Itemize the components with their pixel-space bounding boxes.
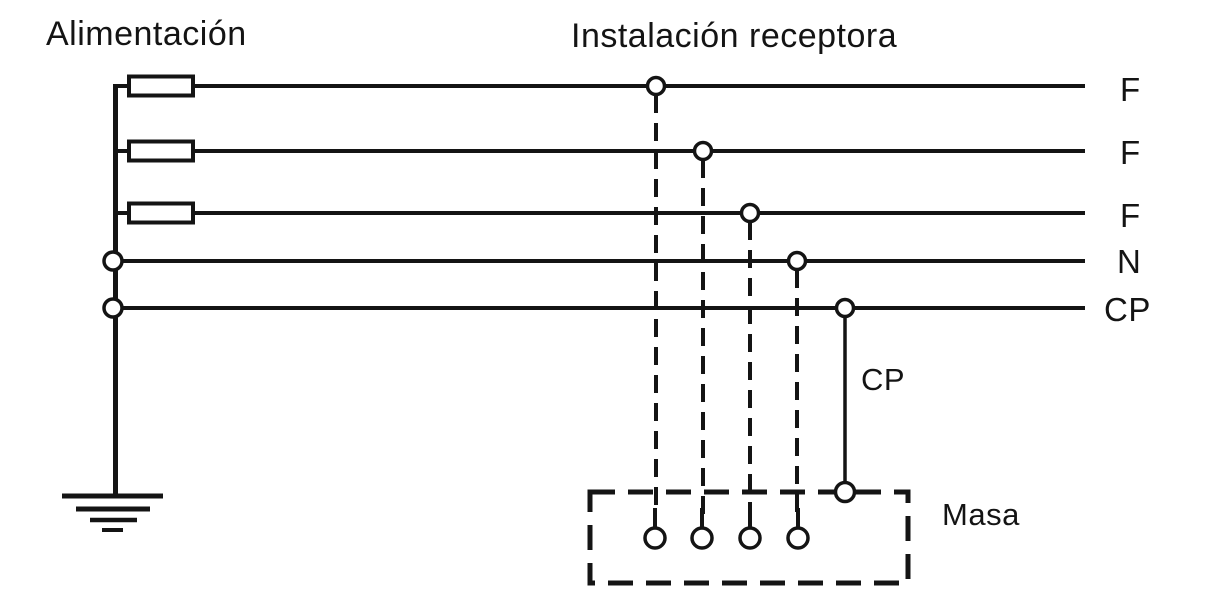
cp-bus-node xyxy=(102,297,124,319)
masa-cp-node xyxy=(833,480,857,504)
phase-2-tap-node xyxy=(692,140,714,162)
protective-conductor-label: CP xyxy=(1104,291,1151,328)
fuse-1-icon xyxy=(127,74,195,98)
fuse-2-icon xyxy=(127,139,195,163)
masa-label: Masa xyxy=(942,497,1020,532)
supply-label: Alimentación xyxy=(46,15,247,53)
connection-nodes xyxy=(102,75,857,550)
receiver-solid-stubs xyxy=(653,508,800,529)
fuse-3-icon xyxy=(127,201,195,225)
phase-1-tap-node xyxy=(645,75,667,97)
terminal-node-4 xyxy=(786,526,810,550)
phase-3-label: F xyxy=(1120,197,1141,234)
receiver-dashed-drops xyxy=(654,95,799,514)
terminal-node-2 xyxy=(690,526,714,550)
installation-label: Instalación receptora xyxy=(571,17,898,55)
masa-enclosure-box xyxy=(587,489,911,586)
phase-2-label: F xyxy=(1120,134,1141,171)
terminal-node-3 xyxy=(738,526,762,550)
fuse-symbols xyxy=(127,74,195,225)
terminal-node-1 xyxy=(643,526,667,550)
neutral-tap-node xyxy=(786,250,808,272)
phase-3-tap-node xyxy=(739,202,761,224)
cp-branch-label: CP xyxy=(861,362,906,397)
earth-ground-icon xyxy=(62,493,163,532)
cp-tap-node xyxy=(834,297,856,319)
neutral-bus-node xyxy=(102,250,124,272)
phase-1-label: F xyxy=(1120,71,1141,108)
neutral-label: N xyxy=(1117,243,1142,280)
